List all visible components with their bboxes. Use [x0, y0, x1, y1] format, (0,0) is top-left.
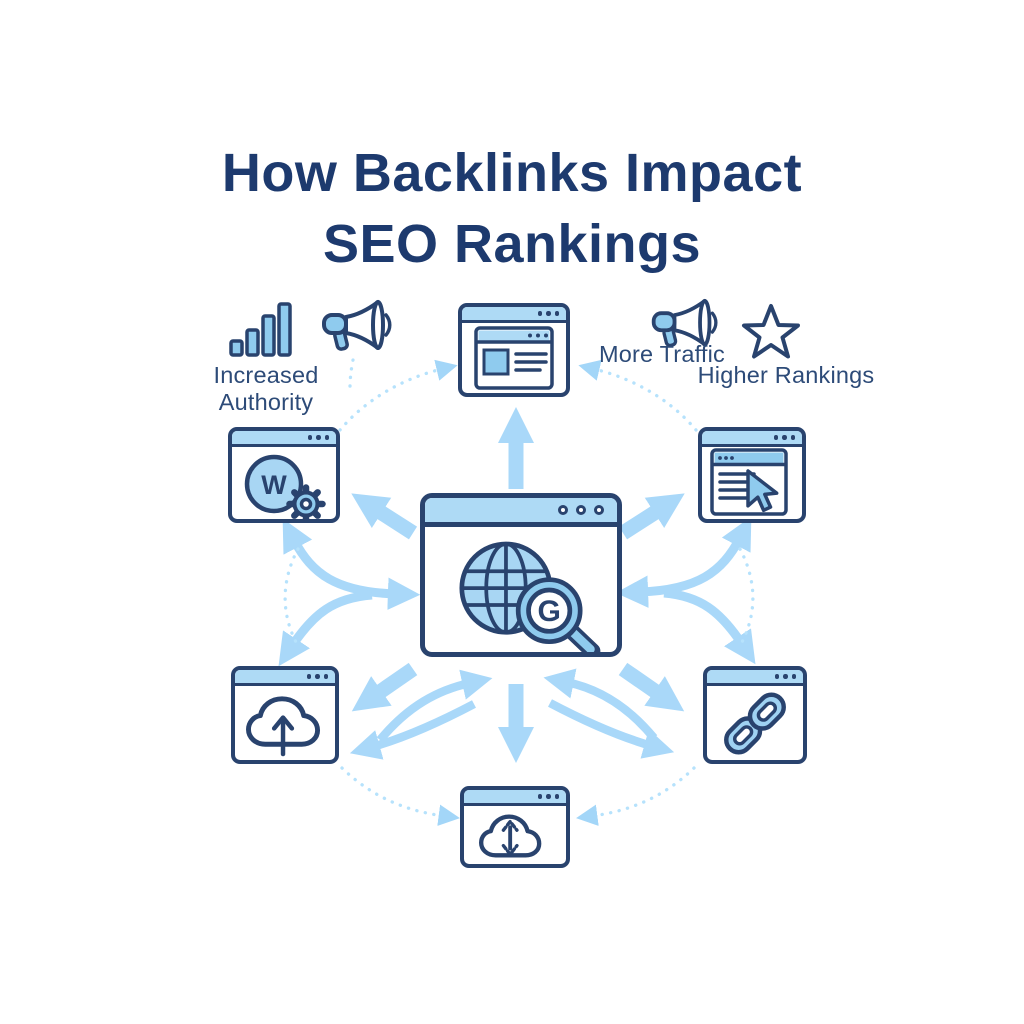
- list-cursor-icon: [710, 448, 788, 516]
- google-monogram: G: [537, 595, 560, 628]
- globe-search-icon: G: [459, 541, 601, 652]
- curve-center-to-br: [548, 699, 675, 759]
- browser-card-bottom-left: [231, 666, 339, 764]
- window-dot: [537, 794, 542, 799]
- window-dot: [783, 674, 788, 679]
- magnifier-icon: G: [515, 576, 601, 652]
- cloud-upload-icon: [246, 696, 321, 757]
- window-dot: [558, 505, 568, 515]
- window-dot: [546, 311, 551, 316]
- window-dot: [324, 435, 329, 440]
- window-dot: [306, 674, 311, 679]
- branching-arrows: [278, 516, 756, 667]
- branch-arrow-right-a: [615, 516, 752, 608]
- wordpress-monogram: W: [261, 470, 287, 500]
- cloud-sync-icon: [478, 814, 542, 858]
- window-dot: [537, 311, 542, 316]
- gear-icon: [286, 484, 326, 519]
- wordpress-gear-icon: W: [244, 454, 326, 519]
- page-title-line2: SEO Rankings: [322, 214, 702, 275]
- chain-link-icon: [724, 692, 786, 755]
- window-dot: [546, 794, 551, 799]
- browser-titlebar: [232, 431, 336, 447]
- dashed-arc-far-right: [738, 547, 755, 646]
- benefit-label-increased-authority: Increased Authority: [213, 362, 319, 415]
- browser-card-top: [458, 303, 570, 397]
- window-dot: [315, 674, 320, 679]
- window-dot: [773, 435, 778, 440]
- browser-card-center: G: [420, 493, 622, 657]
- curve-br-to-center: [543, 668, 658, 741]
- megaphone-icon: [318, 298, 392, 358]
- window-dot: [316, 435, 321, 440]
- window-dot: [790, 435, 795, 440]
- page-title-line1: How Backlinks Impact: [221, 143, 803, 203]
- window-dot: [576, 505, 586, 515]
- dashed-arc-far-left: [283, 547, 300, 646]
- window-dot: [594, 505, 604, 515]
- webpage-thumbnail-icon: [474, 326, 554, 390]
- window-dot: [554, 311, 559, 316]
- browser-card-right: [698, 427, 806, 523]
- dashed-arc-left-to-top: [338, 359, 458, 432]
- branch-arrow-left-a: [282, 518, 421, 610]
- page-title: How Backlinks Impact SEO Rankings: [0, 138, 1024, 281]
- browser-card-bottom-right: [703, 666, 807, 764]
- arrow-center-to-bottom-left: [351, 662, 418, 712]
- curve-center-to-bl: [349, 700, 476, 760]
- window-dot: [307, 435, 312, 440]
- dashed-orbit-arcs: [283, 358, 755, 826]
- cursor-arrow-icon: [746, 469, 779, 512]
- benefit-label-higher-rankings: Higher Rankings: [697, 362, 875, 388]
- curve-bl-to-center: [376, 669, 493, 743]
- branch-arrow-left-b: [278, 590, 373, 667]
- bar-chart-icon: [229, 302, 292, 357]
- branch-arrow-right-b: [663, 588, 756, 665]
- window-dot: [791, 674, 796, 679]
- browser-titlebar: [702, 431, 802, 447]
- curved-arrows: [349, 668, 675, 760]
- dashed-arc-br-to-bottom: [576, 766, 696, 826]
- benefit-label-more-traffic: More Traffic: [598, 341, 726, 367]
- arrow-center-to-right: [618, 493, 685, 540]
- browser-titlebar: [235, 670, 335, 686]
- browser-titlebar: [707, 670, 803, 686]
- window-dot: [782, 435, 787, 440]
- arrow-center-to-bottom-right: [618, 662, 685, 712]
- browser-titlebar: [425, 498, 617, 527]
- dashed-arc-bl-to-bottom: [340, 766, 460, 826]
- star-icon: [742, 304, 800, 359]
- browser-card-bottom: [460, 786, 570, 868]
- window-dot: [774, 674, 779, 679]
- dashed-arc-top-left-stub: [348, 358, 355, 390]
- browser-card-left: W: [228, 427, 340, 523]
- arrow-center-to-left: [351, 493, 418, 540]
- window-dot: [554, 794, 559, 799]
- browser-titlebar: [462, 307, 566, 323]
- window-dot: [323, 674, 328, 679]
- dashed-arc-right-to-top: [578, 359, 698, 432]
- browser-titlebar: [464, 790, 566, 806]
